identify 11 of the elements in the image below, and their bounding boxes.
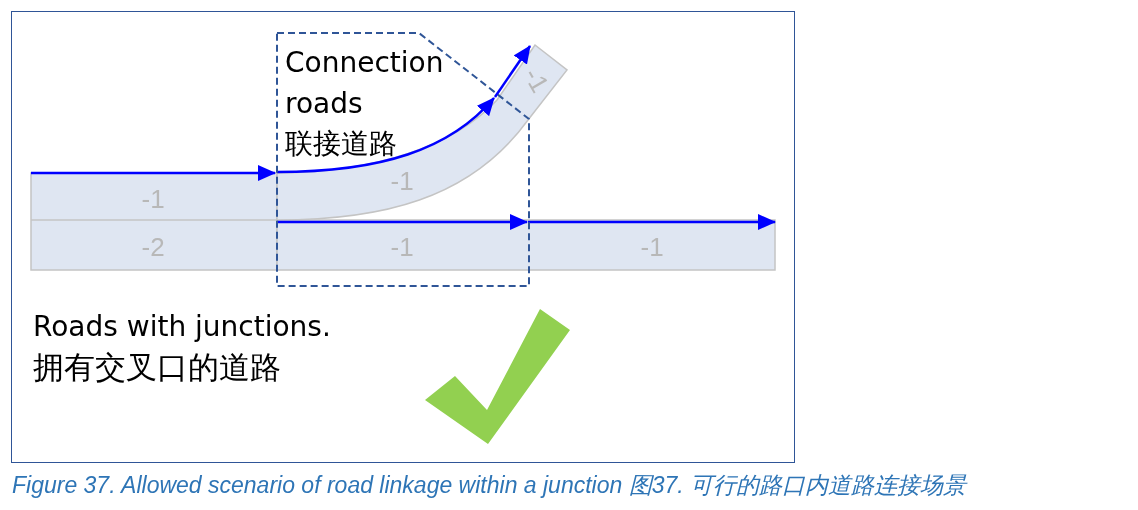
lane-number: -1	[390, 234, 414, 260]
lane-number: -1	[141, 186, 165, 212]
junction-label: 联接道路	[285, 126, 397, 163]
description-text: Roads with junctions.	[33, 313, 331, 341]
lane-number: -1	[519, 63, 554, 97]
figure-caption: Figure 37. Allowed scenario of road linkage within a junction 图37. 可行的路口内道路连接场景	[12, 471, 967, 500]
lane-number: -2	[141, 234, 165, 260]
description-text: 拥有交叉口的道路	[33, 352, 281, 383]
lane-number: -1	[390, 168, 414, 194]
junction-label: Connection roads	[285, 45, 445, 122]
lane-number: -1	[640, 234, 664, 260]
